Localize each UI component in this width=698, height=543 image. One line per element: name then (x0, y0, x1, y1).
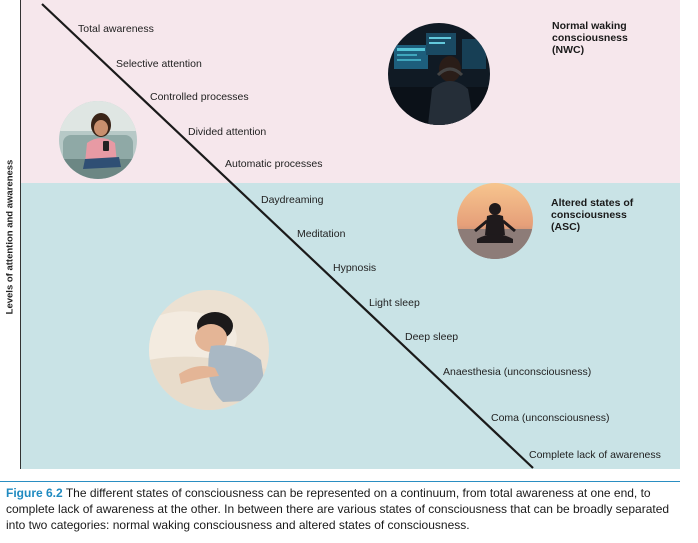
state-deep-sleep: Deep sleep (405, 331, 459, 343)
caption-divider (0, 481, 680, 482)
continuum-line (41, 3, 534, 469)
meditation-silhouette-photo (457, 183, 533, 259)
category-nwc-label: Normal waking consciousness (NWC) (552, 20, 628, 56)
state-controlled-processes: Controlled processes (150, 91, 249, 103)
state-anaesthesia: Anaesthesia (unconsciousness) (443, 366, 592, 378)
state-total-awareness: Total awareness (78, 23, 154, 35)
state-complete-lack-of-awareness: Complete lack of awareness (529, 449, 661, 461)
state-automatic-processes: Automatic processes (225, 158, 323, 170)
consciousness-continuum-diagram: Levels of attention and awareness Total … (5, 0, 680, 469)
man-sleeping-photo (149, 290, 269, 410)
state-hypnosis: Hypnosis (333, 262, 377, 274)
state-selective-attention: Selective attention (116, 58, 202, 70)
category-asc-label: Altered states of consciousness (ASC) (551, 197, 634, 233)
state-divided-attention: Divided attention (188, 126, 267, 138)
state-daydreaming: Daydreaming (261, 194, 324, 206)
woman-on-phone-photo (59, 101, 137, 179)
figure-caption: Figure 6.2 The different states of consc… (6, 485, 678, 533)
state-coma: Coma (unconsciousness) (491, 412, 610, 424)
figure-caption-text: The different states of consciousness ca… (6, 486, 670, 532)
asc-band (20, 183, 680, 469)
state-meditation: Meditation (297, 228, 346, 240)
state-light-sleep: Light sleep (369, 297, 420, 309)
figure-label: Figure 6.2 (6, 486, 63, 500)
y-axis-line (20, 0, 21, 469)
person-at-computer-photo (388, 23, 490, 125)
